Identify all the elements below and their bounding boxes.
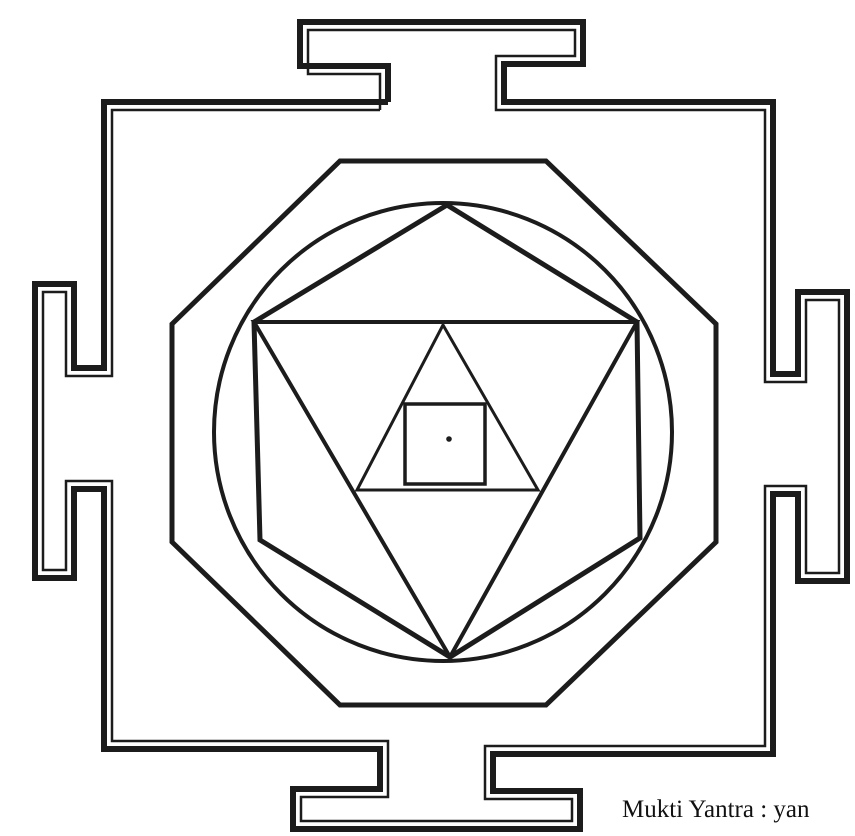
caption: Mukti Yantra : yan — [622, 796, 810, 824]
upward-triangle — [357, 325, 538, 490]
circle — [214, 203, 672, 661]
octagon — [172, 161, 716, 705]
bhupura-outer-square — [35, 22, 847, 829]
central-square — [405, 404, 485, 484]
bindu-dot — [446, 436, 452, 442]
hexagon — [254, 205, 640, 657]
